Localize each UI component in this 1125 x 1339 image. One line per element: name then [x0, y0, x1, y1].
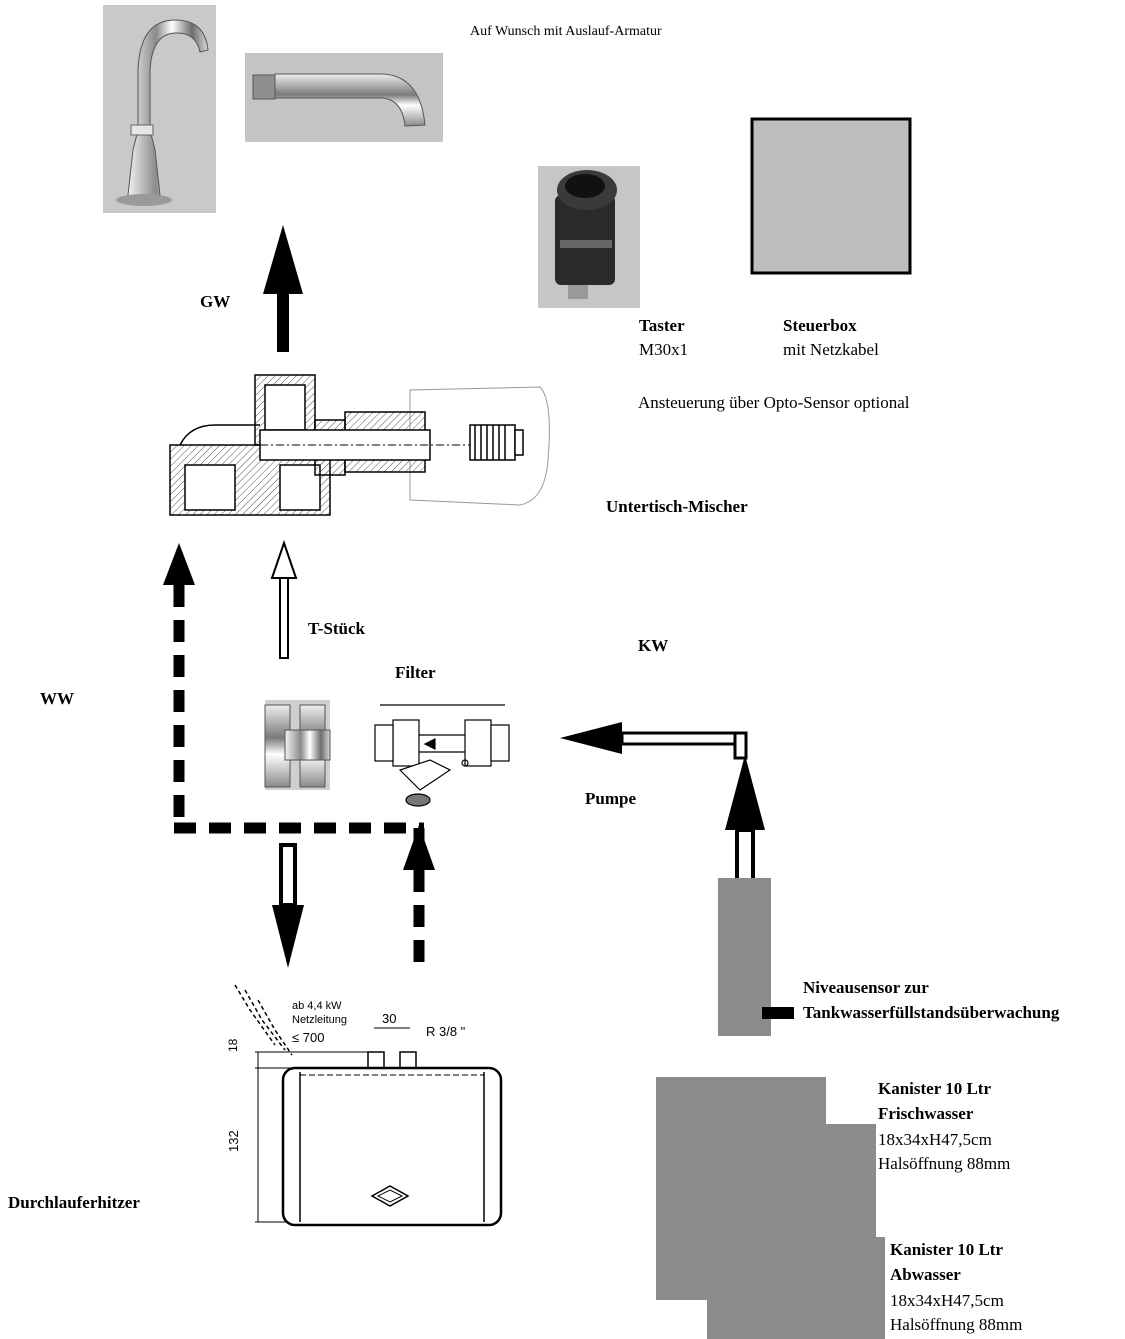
- ww-label: WW: [40, 689, 74, 708]
- tank-fresh-dims: 18x34xH47,5cm: [878, 1130, 992, 1149]
- tank-fresh-neck: Halsöffnung 88mm: [878, 1154, 1011, 1173]
- tank-waste-neck: Halsöffnung 88mm: [890, 1315, 1023, 1334]
- pumpe-label: Pumpe: [585, 789, 636, 808]
- tank-fresh-title1: Kanister 10 Ltr: [878, 1079, 992, 1098]
- heater-note-cable: Netzleitung: [292, 1014, 348, 1026]
- kw-label: KW: [638, 636, 669, 655]
- mixer-drawing: [169, 374, 550, 516]
- heater-note-length: ≤ 700: [292, 1030, 325, 1045]
- steuerbox-spec: mit Netzkabel: [783, 340, 879, 359]
- taster-title: Taster: [639, 316, 685, 335]
- tank-waste-dims: 18x34xH47,5cm: [890, 1291, 1004, 1310]
- heater-dim-132: 132: [226, 1130, 241, 1152]
- tank-waste-title1: Kanister 10 Ltr: [890, 1240, 1004, 1259]
- filter-drawing: [374, 704, 510, 807]
- spout-photo: [245, 53, 443, 142]
- opto-sensor-note: Ansteuerung über Opto-Sensor optional: [638, 393, 910, 412]
- tank-waste-title2: Abwasser: [890, 1265, 961, 1284]
- tank-fresh-shape: [656, 1077, 876, 1196]
- heater-note-power: ab 4,4 kW: [292, 1000, 342, 1012]
- filter-label: Filter: [395, 663, 436, 682]
- steuerbox: [750, 117, 912, 275]
- sensor-label-line2: Tankwasserfüllstandsüberwachung: [803, 1003, 1060, 1022]
- heater-thread: R 3/8 ": [426, 1024, 466, 1039]
- tstueck-up-arrow: [270, 539, 298, 659]
- heater-label: Durchlauferhitzer: [8, 1193, 140, 1212]
- heater-dim-30: 30: [382, 1011, 397, 1026]
- gw-arrow: [263, 225, 303, 352]
- sensor-marker: [762, 1007, 794, 1019]
- tank-waste-shape: [656, 1196, 885, 1339]
- taster-photo: [538, 166, 640, 308]
- tank-fresh-title2: Frischwasser: [878, 1104, 974, 1123]
- heater-dim-18: 18: [226, 1038, 240, 1052]
- taster-spec: M30x1: [639, 340, 689, 359]
- sensor-label-line1: Niveausensor zur: [803, 978, 929, 997]
- heater-down-arrow: [272, 843, 304, 968]
- faucet-photo: [103, 5, 216, 213]
- ww-dashed-path: [163, 543, 435, 965]
- mixer-label: Untertisch-Mischer: [606, 497, 748, 516]
- tstueck-photo: [264, 700, 331, 790]
- steuerbox-title: Steuerbox: [783, 316, 857, 335]
- tstueck-label: T-Stück: [308, 619, 366, 638]
- gw-label: GW: [200, 292, 231, 311]
- heater-drawing: [234, 984, 503, 1227]
- optional-spout-note: Auf Wunsch mit Auslauf-Armatur: [470, 24, 662, 39]
- pump-arrow: [560, 722, 748, 760]
- tank-up-arrow: [725, 755, 765, 882]
